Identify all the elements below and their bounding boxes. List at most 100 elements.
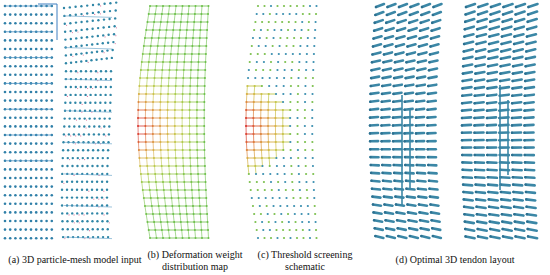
mesh-line xyxy=(204,126,205,134)
mesh-line xyxy=(166,22,168,30)
mesh-line xyxy=(168,150,169,158)
particle xyxy=(267,101,269,103)
particle xyxy=(40,74,43,77)
particle xyxy=(279,37,281,39)
particle xyxy=(25,22,28,25)
particle xyxy=(254,165,256,167)
particle xyxy=(200,221,202,223)
particle xyxy=(315,5,317,7)
particle xyxy=(45,48,48,51)
particle xyxy=(40,185,43,188)
particle xyxy=(286,37,288,39)
particle xyxy=(19,74,22,77)
mesh-line xyxy=(197,102,204,103)
mesh-line xyxy=(189,110,190,118)
particle xyxy=(25,211,28,214)
mesh-line xyxy=(64,237,112,239)
particle xyxy=(74,6,76,8)
mesh-line xyxy=(168,14,175,15)
mesh-line xyxy=(153,78,155,86)
particle xyxy=(429,45,431,47)
mesh-line xyxy=(168,70,170,78)
particle xyxy=(375,6,377,8)
particle xyxy=(292,53,294,55)
particle xyxy=(103,214,104,215)
mesh-line xyxy=(192,38,194,46)
particle xyxy=(83,15,84,16)
particle xyxy=(35,177,38,180)
tendon-bar xyxy=(386,28,394,31)
particle xyxy=(25,91,28,94)
mesh-line xyxy=(247,158,249,166)
particle xyxy=(167,13,169,15)
particle xyxy=(261,165,263,167)
mesh-line xyxy=(168,150,175,151)
mesh-line xyxy=(160,150,161,158)
mesh-line xyxy=(198,62,199,70)
mesh-line xyxy=(167,118,168,126)
tendon-bar xyxy=(399,4,407,7)
particle xyxy=(83,214,84,215)
particle xyxy=(83,117,85,119)
mesh-line xyxy=(160,142,161,150)
mesh-line xyxy=(141,70,148,71)
particle xyxy=(4,142,7,145)
particle xyxy=(91,181,93,183)
particle xyxy=(168,173,170,175)
particle xyxy=(99,102,101,104)
mesh-line xyxy=(246,126,247,134)
particle xyxy=(64,38,66,40)
particle xyxy=(384,37,386,39)
particle xyxy=(137,117,139,119)
mesh-line xyxy=(153,94,160,95)
mesh-line xyxy=(176,238,183,239)
particle xyxy=(86,220,88,222)
particle xyxy=(51,65,54,68)
mesh-line xyxy=(149,62,156,63)
particle xyxy=(274,21,276,23)
particle xyxy=(14,142,17,145)
mesh-line xyxy=(167,118,174,119)
particle xyxy=(204,149,206,151)
particle xyxy=(418,45,420,47)
mesh-line xyxy=(190,166,191,174)
particle xyxy=(205,197,207,199)
mesh-line xyxy=(283,118,290,119)
particle xyxy=(254,21,256,23)
particle xyxy=(145,213,147,215)
particle xyxy=(247,77,249,79)
particle xyxy=(268,85,270,87)
particle xyxy=(76,120,77,121)
mesh-line xyxy=(138,150,140,158)
particle xyxy=(35,39,38,42)
particle xyxy=(260,93,262,95)
particle xyxy=(14,65,17,68)
particle xyxy=(67,228,69,230)
particle xyxy=(169,181,171,183)
mesh-line xyxy=(160,110,161,118)
particle xyxy=(204,165,206,167)
particle xyxy=(187,13,189,15)
particle xyxy=(279,205,281,207)
particle xyxy=(77,88,78,89)
particle xyxy=(103,191,104,192)
mesh-line xyxy=(176,78,183,79)
particle xyxy=(143,197,145,199)
particle xyxy=(19,13,22,16)
particle xyxy=(146,77,148,79)
tendon-bar xyxy=(420,28,428,31)
particle xyxy=(156,237,158,239)
mesh-line xyxy=(167,22,174,23)
particle xyxy=(4,48,7,51)
particle xyxy=(301,221,303,223)
particle xyxy=(396,30,398,32)
mesh-line xyxy=(138,110,139,118)
particle xyxy=(265,45,267,47)
mesh-line xyxy=(5,135,52,136)
particle xyxy=(175,165,177,167)
mesh-line xyxy=(189,134,190,142)
particle xyxy=(297,141,299,143)
particle xyxy=(84,102,86,104)
particle xyxy=(284,61,286,63)
particle xyxy=(314,213,316,215)
